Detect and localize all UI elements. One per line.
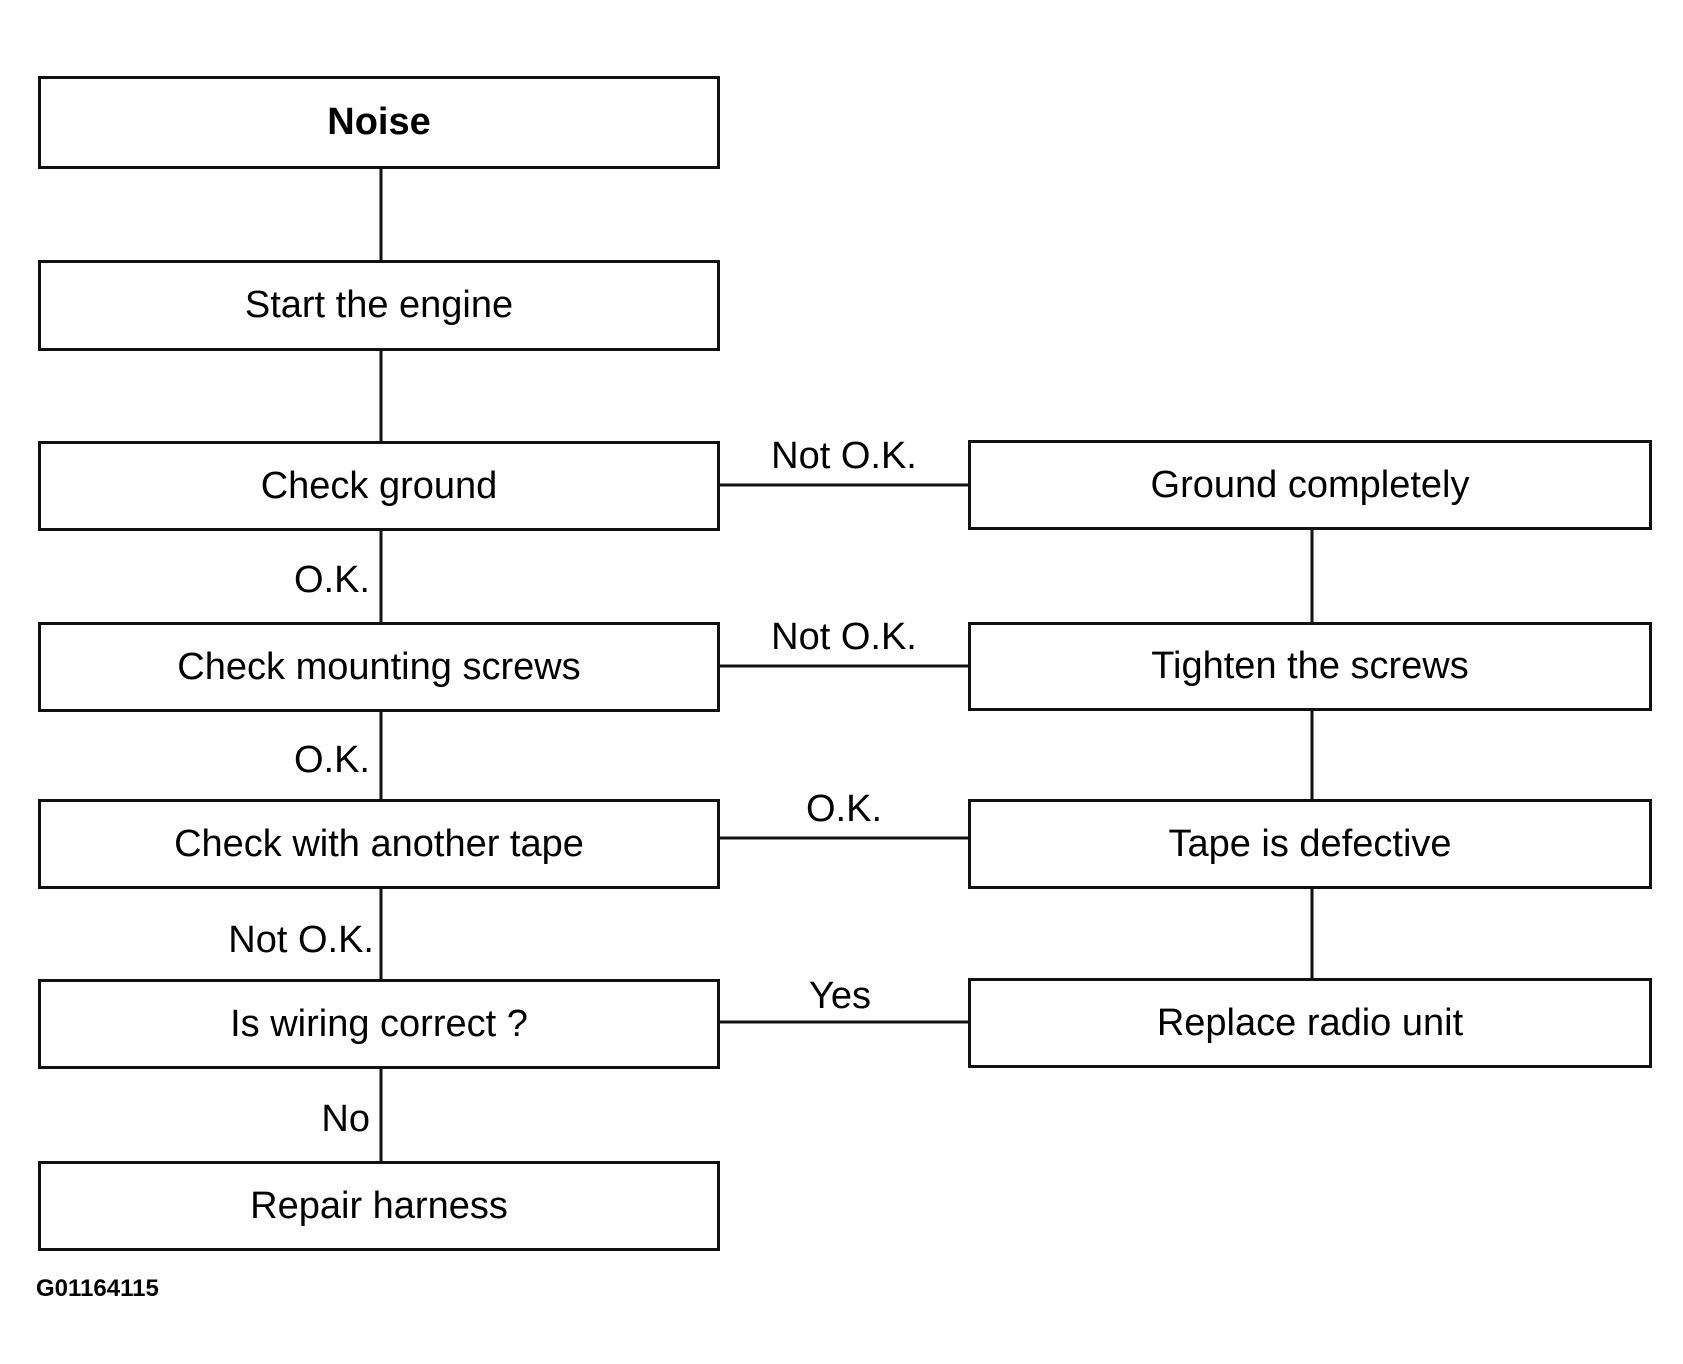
box-replace-radio-text: Replace radio unit [1156, 1001, 1464, 1044]
box-check-tape-text: Check with another tape [174, 822, 584, 865]
box-check-screws-text: Check mounting screws [177, 645, 581, 688]
box-ground-completely-text: Ground completely [1150, 463, 1470, 506]
figure-code: G01164115 [36, 1275, 159, 1302]
label-yes-wiring: Yes [809, 975, 871, 1017]
label-not-ok-tape: Not O.K. [228, 919, 374, 961]
box-tighten-screws-text: Tighten the screws [1151, 645, 1469, 687]
box-check-ground: Check ground [38, 441, 720, 531]
box-noise: Noise [38, 76, 720, 169]
label-ok-tape: O.K. [805, 788, 883, 830]
box-start-engine-text: Start the engine [244, 284, 514, 326]
label-ok-ground: O.K. [293, 559, 370, 601]
box-noise-text: Noise [327, 101, 431, 143]
label-not-ok-ground: Not O.K. [771, 435, 917, 477]
box-wiring-correct: Is wiring correct ? [38, 979, 720, 1069]
box-tape-defective: Tape is defective [968, 799, 1652, 889]
box-repair-harness-text: Repair harness [250, 1184, 508, 1227]
box-tape-defective-text: Tape is defective [1168, 822, 1452, 865]
box-tighten-screws: Tighten the screws [968, 622, 1652, 711]
label-no-wiring: No [321, 1098, 370, 1140]
box-check-screws: Check mounting screws [38, 622, 720, 712]
box-wiring-correct-text: Is wiring correct ? [230, 1002, 528, 1045]
box-repair-harness: Repair harness [38, 1161, 720, 1251]
box-ground-completely: Ground completely [968, 440, 1652, 530]
label-ok-screws: O.K. [293, 739, 370, 781]
box-check-ground-text: Check ground [260, 464, 498, 507]
box-replace-radio: Replace radio unit [968, 978, 1652, 1068]
label-not-ok-screws: Not O.K. [771, 616, 917, 658]
box-check-tape: Check with another tape [38, 799, 720, 889]
box-start-engine: Start the engine [38, 260, 720, 351]
